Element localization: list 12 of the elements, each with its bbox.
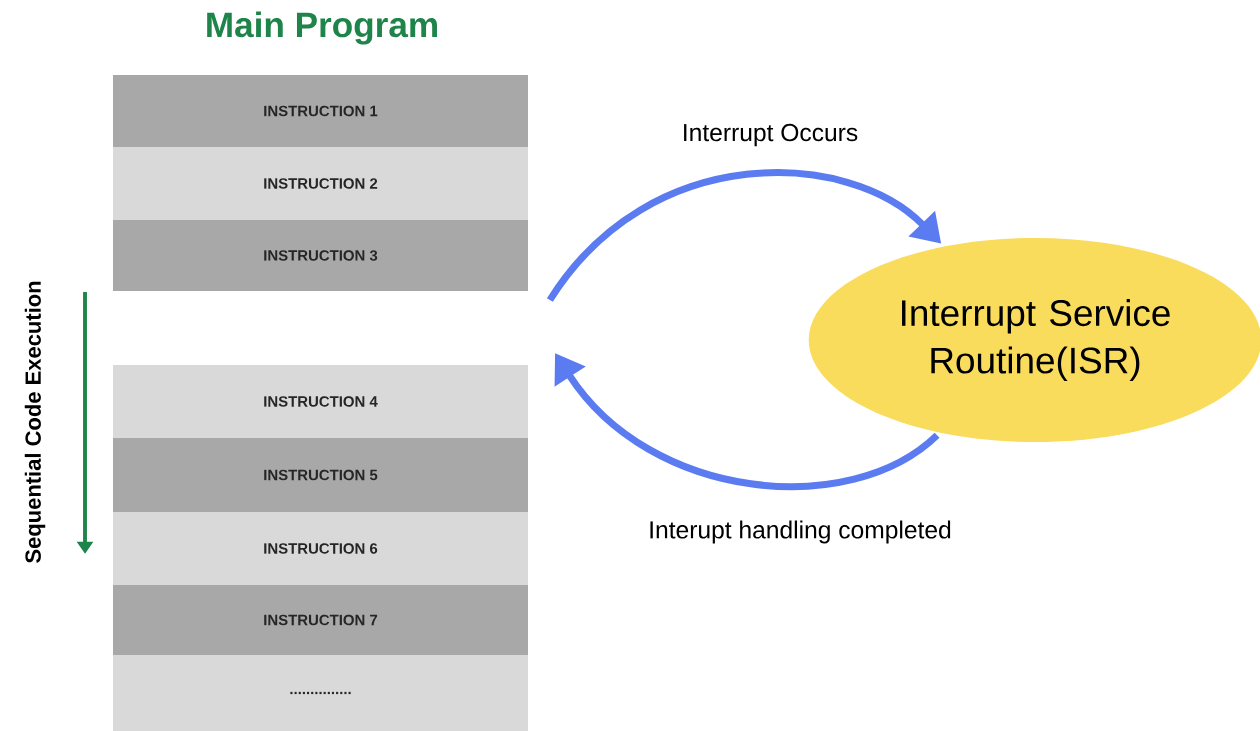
instruction-box: INSTRUCTION 6 [113,512,528,585]
instruction-box: INSTRUCTION 4 [113,365,528,438]
instruction-box: INSTRUCTION 1 [113,75,528,147]
instruction-box: INSTRUCTION 2 [113,147,528,220]
title: Main Program [207,11,437,45]
instruction-box: ............... [113,655,528,731]
instruction-box: INSTRUCTION 7 [113,585,528,655]
edge-label: Interrupt Occurs [678,120,862,150]
instruction-box: INSTRUCTION 3 [113,220,528,291]
instruction-box: INSTRUCTION 5 [113,438,528,512]
side-label: Sequential Code Execution [24,281,46,563]
edge-label: Interupt handling completed [644,517,956,547]
